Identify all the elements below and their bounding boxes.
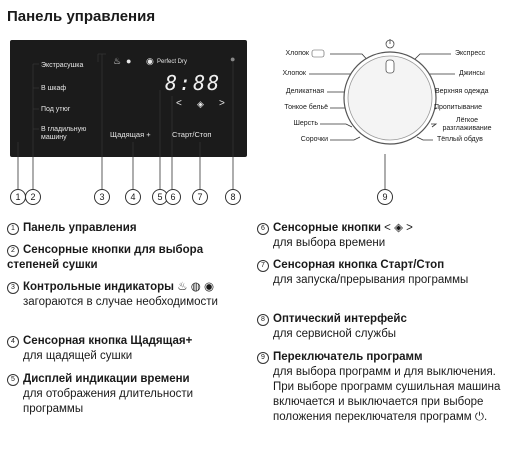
- dry-level-ironing-machine[interactable]: В гладильную машину: [41, 126, 87, 141]
- page-title: Панель управления: [7, 8, 156, 25]
- time-right-button[interactable]: >: [219, 98, 225, 109]
- dial-label-warm-air: Тёплый обдув: [437, 136, 483, 143]
- start-stop-button[interactable]: Старт/Стоп: [172, 130, 212, 139]
- gentle-button[interactable]: Щадящая +: [110, 130, 151, 139]
- dial-label-cotton-1: Хлопок: [285, 50, 309, 57]
- dial-label-express: Экспресс: [455, 50, 486, 57]
- callout-2: 2: [25, 189, 41, 205]
- dial-label-cotton-2: Хлопок: [282, 70, 306, 77]
- dial-label-proofing: Пропитывание: [434, 104, 482, 111]
- callout-9: 9: [377, 189, 393, 205]
- power-icon: ⏻: [474, 411, 484, 423]
- callout-3: 3: [94, 189, 110, 205]
- time-buttons-icons: < ◈ >: [384, 222, 413, 234]
- indicator-icons: ♨ ◍ ◉: [177, 281, 214, 293]
- dial-label-smoothing: Лёгкое разглаживание: [442, 117, 492, 132]
- control-panel: [10, 40, 247, 157]
- dial-label-shirts: Сорочки: [300, 136, 328, 143]
- drum-indicator-icon: ♨: [113, 56, 122, 66]
- time-left-button[interactable]: <: [176, 98, 182, 109]
- callout-7: 7: [192, 189, 208, 205]
- callout-5: 5: [152, 189, 168, 205]
- time-set-icon[interactable]: ◈: [197, 99, 204, 109]
- optical-interface-icon: ●: [230, 54, 236, 64]
- time-display: 8:88: [165, 71, 222, 95]
- dry-level-iron[interactable]: Под утюг: [41, 106, 71, 113]
- dry-level-extra[interactable]: Экстрасушка: [41, 62, 84, 69]
- callout-8: 8: [225, 189, 241, 205]
- dry-level-cupboard[interactable]: В шкаф: [41, 85, 67, 92]
- perfect-dry-icon: ◉: [146, 56, 154, 66]
- callout-1: 1: [10, 189, 26, 205]
- dial-label-outerwear: Верхняя одежда: [435, 88, 489, 95]
- perfect-dry-label: Perfect Dry: [157, 59, 188, 65]
- dial-label-wool: Шерсть: [293, 120, 318, 127]
- callout-6: 6: [165, 189, 181, 205]
- dial-label-delicate: Деликатная: [285, 88, 324, 95]
- dial-label-jeans: Джинсы: [459, 70, 485, 77]
- filter-indicator-icon: ●: [126, 56, 132, 66]
- callout-4: 4: [125, 189, 141, 205]
- dial-label-fine: Тонкое бельё: [284, 104, 328, 111]
